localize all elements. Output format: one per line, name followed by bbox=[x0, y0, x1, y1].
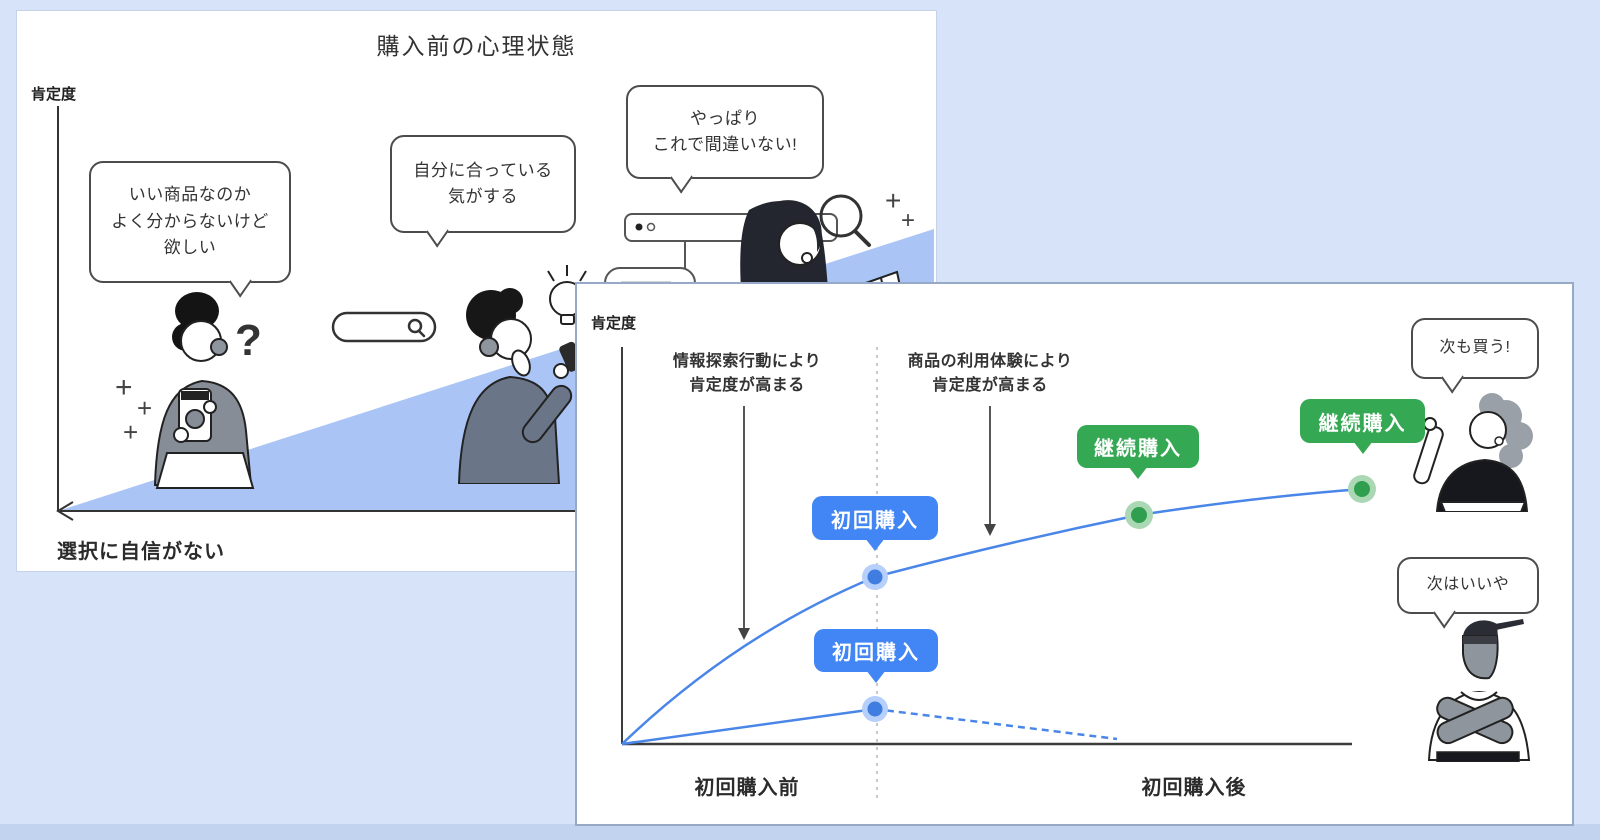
curly-hair bbox=[1505, 422, 1533, 450]
magnifier-handle bbox=[417, 329, 426, 338]
cap-brim bbox=[1495, 619, 1524, 630]
plus-sparkle-icon: + bbox=[885, 186, 901, 216]
speech-bubble-unsure: いい商品なのか よく分からないけど 欲しい bbox=[89, 161, 291, 298]
tag-label: 継続購入 bbox=[1318, 412, 1407, 435]
crossed-arm bbox=[1436, 696, 1514, 745]
annotation-line: 情報探索行動により bbox=[672, 353, 822, 370]
tag-label: 初回購入 bbox=[831, 509, 919, 532]
hand bbox=[173, 427, 189, 443]
first-purchase-marker bbox=[867, 701, 883, 717]
x-axis-arrow-icon bbox=[56, 501, 74, 521]
lightbulb-ray bbox=[579, 270, 587, 282]
lightbulb-ray bbox=[547, 270, 555, 282]
search-bar-icon bbox=[331, 311, 437, 343]
x-section-before: 初回購入前 bbox=[694, 777, 800, 799]
collar bbox=[1460, 691, 1498, 701]
loyalty-line bbox=[621, 487, 1363, 745]
plus-sparkle-icon: + bbox=[901, 207, 915, 234]
tag-first-purchase-lower: 初回購入 bbox=[814, 629, 938, 683]
tag-repeat-purchase-2: 継続購入 bbox=[1300, 399, 1425, 454]
x-section-after: 初回購入後 bbox=[1141, 777, 1247, 799]
hand bbox=[553, 363, 569, 379]
browser-dot bbox=[646, 222, 656, 232]
annotation-arrowhead-icon bbox=[738, 628, 750, 640]
hair-front bbox=[767, 200, 822, 252]
browser-dot bbox=[635, 223, 643, 231]
annotation-line: 商品の利用体験により bbox=[907, 353, 1073, 370]
bubble-line: やっぱり bbox=[690, 108, 760, 128]
person-torso bbox=[1435, 458, 1529, 512]
person-skirt bbox=[155, 452, 255, 489]
magnifier-handle bbox=[853, 229, 871, 247]
bubble-line: 次も買う! bbox=[1439, 339, 1511, 357]
churn-line bbox=[621, 707, 876, 746]
belt bbox=[1436, 751, 1520, 762]
repeat-purchase-marker bbox=[1131, 507, 1147, 523]
person-refusing-illustration bbox=[1427, 619, 1531, 762]
plus-sparkle-icon: + bbox=[115, 371, 133, 404]
magnifier-icon bbox=[819, 194, 863, 238]
x-axis-caption: 選択に自信がない bbox=[57, 541, 225, 563]
plus-sparkle-icon: + bbox=[137, 393, 152, 423]
annotation-usage-experience: 商品の利用体験により 肯定度が高まる bbox=[880, 350, 1100, 398]
earphone-icon bbox=[210, 338, 228, 356]
tag-tail bbox=[866, 670, 886, 683]
person-repeat-buyer-illustration bbox=[1413, 393, 1533, 512]
cap-shadow bbox=[1463, 636, 1497, 644]
hand bbox=[203, 400, 217, 414]
tag-label: 継続購入 bbox=[1094, 438, 1182, 460]
bubble-line: よく分からないけど bbox=[111, 211, 269, 231]
earring bbox=[801, 252, 813, 264]
first-purchase-marker bbox=[867, 569, 883, 585]
tag-first-purchase-upper: 初回購入 bbox=[812, 496, 938, 551]
pointing-hand bbox=[1423, 417, 1437, 431]
earphone-icon bbox=[479, 337, 499, 357]
tag-tail bbox=[865, 538, 885, 551]
y-axis-label: 肯定度 bbox=[31, 86, 77, 103]
raised-arm bbox=[1413, 426, 1444, 485]
question-mark-icon: ? bbox=[235, 316, 262, 365]
cap-icon bbox=[1463, 620, 1498, 638]
person-thinking-illustration bbox=[457, 265, 587, 484]
tag-tail bbox=[1128, 466, 1148, 479]
bubble-line: 欲しい bbox=[163, 238, 217, 258]
hair bbox=[497, 288, 523, 314]
speech-bubble-fits-me: 自分に合っている 気がする bbox=[390, 135, 576, 248]
person-unsure-illustration: + + + ? bbox=[115, 292, 262, 489]
lightbulb-base bbox=[560, 314, 575, 325]
churn-line-dashed bbox=[874, 707, 1118, 741]
phone-top bbox=[181, 391, 209, 400]
hair-bun bbox=[175, 292, 219, 330]
speech-bubble-no-mistake: やっぱり これで間違いない! bbox=[626, 85, 824, 194]
annotation-line: 肯定度が高まる bbox=[689, 377, 805, 394]
hand-on-chin bbox=[511, 349, 531, 377]
bubble-line: 気がする bbox=[448, 187, 518, 206]
phone-logo bbox=[185, 409, 205, 429]
tag-repeat-purchase-1: 継続購入 bbox=[1077, 425, 1199, 479]
curly-hair bbox=[1499, 444, 1523, 468]
bubble-line: 次はいいや bbox=[1426, 576, 1510, 594]
tag-tail bbox=[1352, 441, 1373, 454]
plus-sparkle-icon: + bbox=[123, 417, 138, 447]
after-chart-geometry bbox=[621, 347, 1376, 802]
card-after-purchase: 肯定度 情報探索行動により 肯定度が高まる 商品の利用体験により 肯定度が高まる… bbox=[575, 282, 1574, 826]
annotation-arrowhead-icon bbox=[984, 524, 996, 536]
bubble-line: これで間違いない! bbox=[652, 135, 798, 154]
annotation-line: 肯定度が高まる bbox=[932, 377, 1048, 394]
person-face-shaded bbox=[1462, 635, 1499, 680]
annotation-info-search: 情報探索行動により 肯定度が高まる bbox=[637, 350, 857, 398]
background-strip bbox=[0, 824, 1600, 840]
earring bbox=[1494, 436, 1504, 446]
magnifier-glass bbox=[407, 318, 423, 334]
y-axis-label: 肯定度 bbox=[591, 315, 637, 332]
speech-bubble-buy-again: 次も買う! bbox=[1411, 318, 1539, 394]
person-arm bbox=[521, 384, 573, 444]
bubble-line: 自分に合っている bbox=[413, 160, 553, 180]
tag-label: 初回購入 bbox=[832, 642, 920, 664]
person-skirt bbox=[1439, 501, 1527, 512]
repeat-purchase-marker bbox=[1354, 481, 1370, 497]
page-title: 購入前の心理状態 bbox=[376, 33, 577, 59]
bubble-line: いい商品なのか bbox=[128, 185, 252, 205]
speech-bubble-no-thanks: 次はいいや bbox=[1397, 557, 1539, 629]
